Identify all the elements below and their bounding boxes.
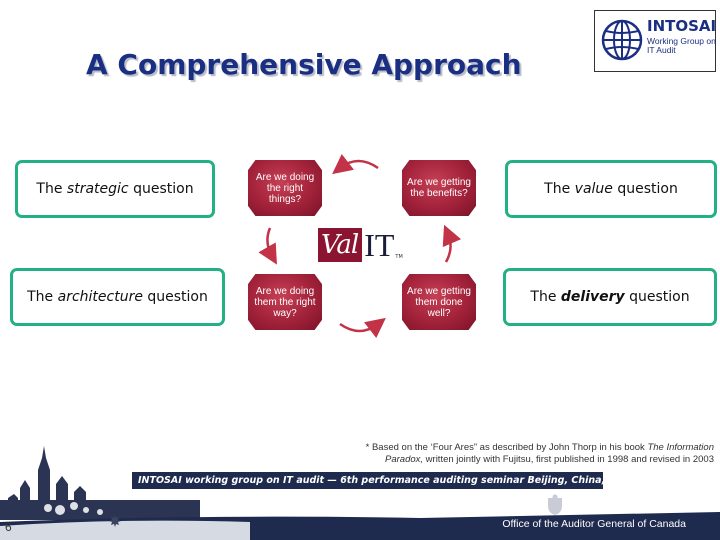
delivery-prefix: The (530, 289, 557, 305)
delivery-emphasis: delivery (560, 289, 625, 305)
footnote-book-title-2: Paradox, (385, 454, 424, 465)
hex-benefits: Are we getting the benefits? (402, 160, 476, 216)
architecture-suffix: question (147, 289, 208, 305)
crest-text: Bureau du vérificateur général du Canada… (566, 500, 659, 512)
logo-subtitle-line1: Working Group on (647, 36, 716, 46)
valit-brand: Val IT TM (318, 226, 403, 262)
strategic-suffix: question (133, 181, 194, 197)
intosai-logo: INTOSAI Working Group on IT Audit (594, 10, 716, 72)
crest-icon (548, 494, 562, 515)
office-name: Office of the Auditor General of Canada (502, 518, 686, 530)
delivery-question-box: The delivery question (503, 268, 717, 326)
maple-leaf-icon (109, 515, 121, 527)
hex-right-things: Are we doing the right things? (248, 160, 322, 216)
crest-text-en: Office of the Auditor General of Canada (566, 506, 654, 512)
logo-subtitle: Working Group on IT Audit (647, 36, 716, 55)
footnote-lead: * Based on the ‘Four Ares” as described … (365, 442, 645, 453)
seminar-banner: INTOSAI working group on IT audit — 6th … (132, 472, 603, 489)
value-suffix: question (617, 181, 678, 197)
footnote: * Based on the ‘Four Ares” as described … (286, 442, 714, 466)
circular-arrow-icon (258, 153, 462, 339)
valit-cycle-diagram: Are we doing the right things? Are we ge… (240, 150, 480, 340)
valit-tm: TM (395, 254, 403, 260)
parliament-skyline-icon (0, 446, 200, 520)
globe-icon (601, 19, 643, 61)
architecture-emphasis: architecture (57, 289, 143, 305)
page-number: 6 (5, 520, 12, 534)
footnote-book-title-1: The Information (647, 442, 714, 453)
strategic-prefix: The (36, 181, 63, 197)
hex-right-way: Are we doing them the right way? (248, 274, 322, 330)
value-emphasis: value (574, 181, 613, 197)
logo-subtitle-line2: IT Audit (647, 45, 676, 55)
slide-title: A Comprehensive Approach (86, 48, 522, 81)
valit-it: IT (364, 227, 395, 263)
value-question-box: The value question (505, 160, 717, 218)
footer-strip (0, 512, 720, 540)
delivery-suffix: question (629, 289, 690, 305)
crest-text-fr: Bureau du vérificateur général du Canada (566, 500, 659, 506)
architecture-prefix: The (27, 289, 54, 305)
footnote-rest: written jointly with Fujitsu, first publ… (425, 454, 714, 465)
strategic-emphasis: strategic (66, 181, 129, 197)
architecture-question-box: The architecture question (10, 268, 225, 326)
logo-name: INTOSAI (647, 17, 717, 35)
value-prefix: The (544, 181, 571, 197)
hex-done-well: Are we getting them done well? (402, 274, 476, 330)
strategic-question-box: The strategic question (15, 160, 215, 218)
valit-val: Val (318, 228, 363, 262)
